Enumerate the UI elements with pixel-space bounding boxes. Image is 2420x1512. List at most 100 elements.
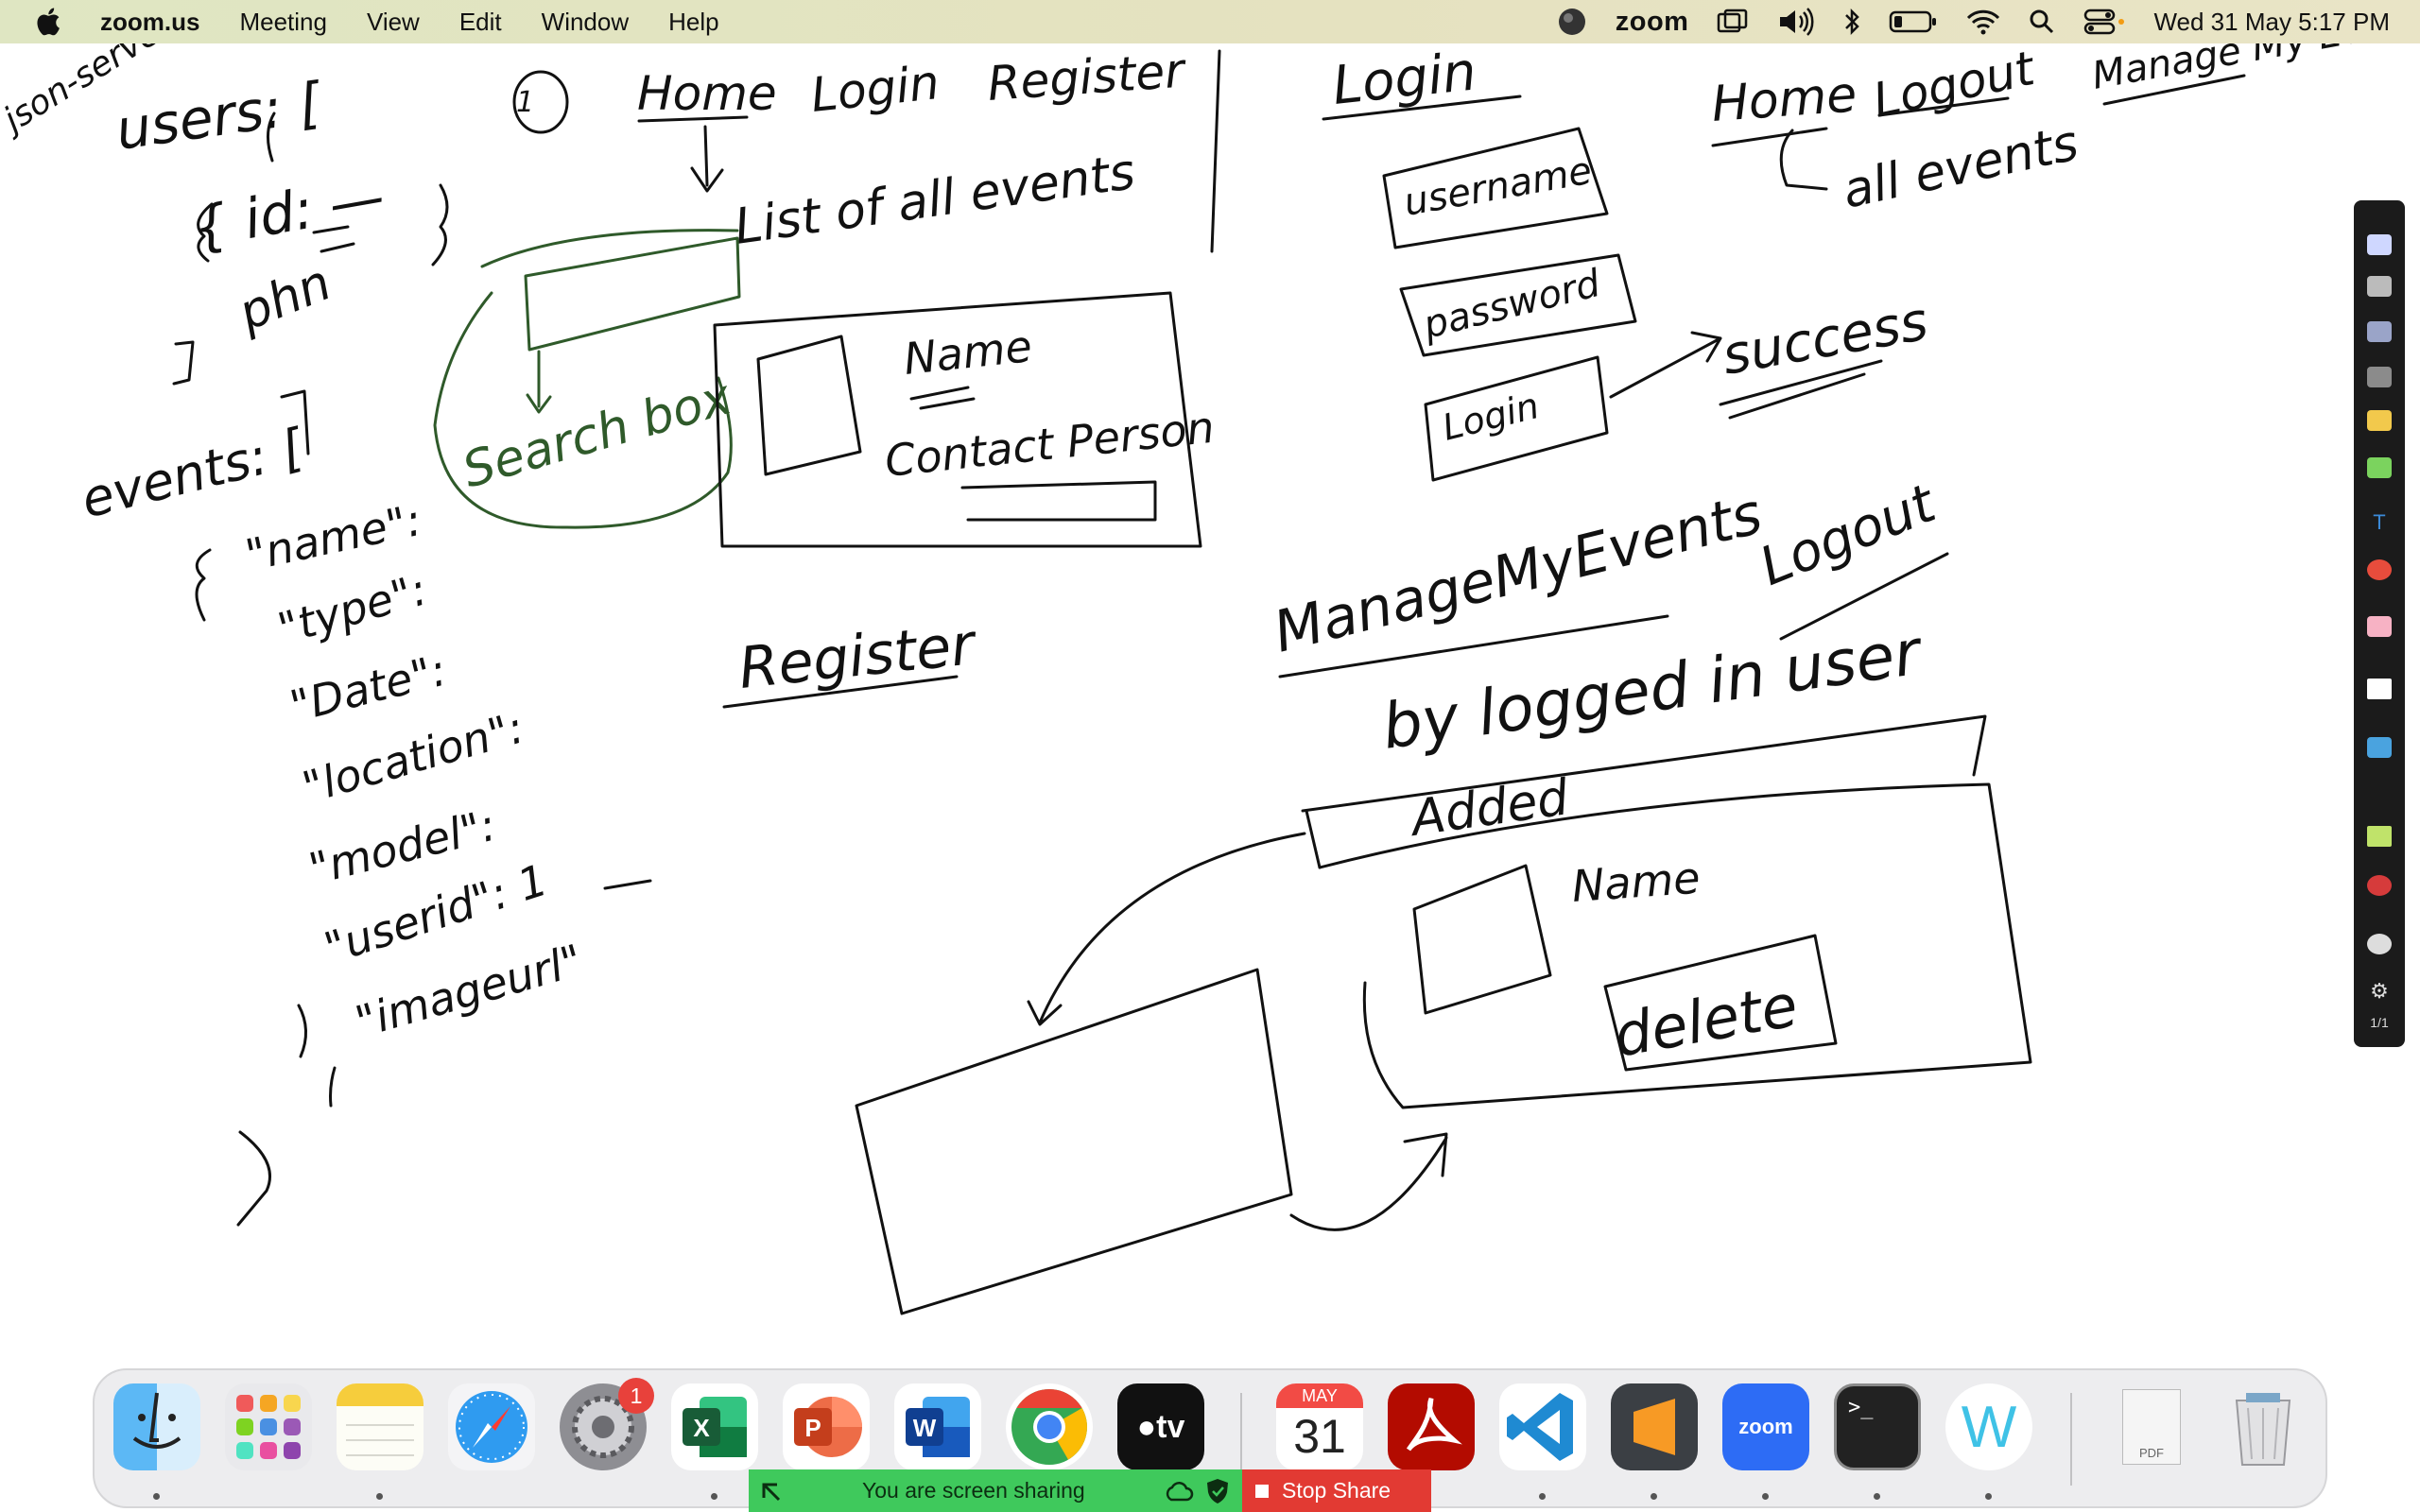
menu-edit[interactable]: Edit bbox=[458, 7, 502, 36]
annotation-select-icon[interactable] bbox=[2367, 276, 2392, 297]
screen-sharing-label: You are screen sharing bbox=[862, 1478, 1085, 1503]
dock-vscode-running-dot bbox=[1539, 1493, 1546, 1500]
dock-safari-icon[interactable] bbox=[448, 1383, 535, 1470]
dock-vscode-icon[interactable] bbox=[1499, 1383, 1586, 1470]
note-username: username bbox=[1401, 149, 1596, 225]
dock-calendar-month: MAY bbox=[1276, 1383, 1363, 1408]
dock-trash-icon[interactable] bbox=[2220, 1383, 2307, 1470]
annotation-save-icon[interactable] bbox=[2367, 934, 2392, 954]
annotation-text-icon[interactable] bbox=[2367, 321, 2392, 342]
annotation-record-icon[interactable] bbox=[2367, 875, 2392, 896]
svg-text:P: P bbox=[804, 1414, 821, 1442]
annotation-highlighter-icon[interactable] bbox=[2367, 457, 2392, 478]
note-nav2-home: Home bbox=[1710, 66, 1858, 133]
annotation-pencil-icon[interactable] bbox=[2367, 410, 2392, 431]
apple-icon[interactable] bbox=[34, 6, 66, 38]
annotation-type-icon[interactable]: T bbox=[2373, 510, 2386, 534]
whiteboard-canvas: json-server users: [ { id: — phn events:… bbox=[0, 43, 2420, 1315]
note-password: password bbox=[1418, 262, 1605, 348]
dock-terminal-icon[interactable]: >_ bbox=[1834, 1383, 1921, 1470]
annotation-settings-icon[interactable]: ⚙ bbox=[2370, 979, 2389, 1003]
menu-bar: zoom.us Meeting View Edit Window Help zo… bbox=[0, 0, 2420, 43]
whiteboard: json-server users: [ { id: — phn events:… bbox=[0, 43, 2420, 1512]
control-center-icon[interactable] bbox=[2083, 8, 2125, 36]
menu-meeting[interactable]: Meeting bbox=[239, 7, 327, 36]
battery-icon[interactable] bbox=[1889, 9, 1938, 34]
menu-view[interactable]: View bbox=[366, 7, 420, 36]
dock-finder-icon[interactable] bbox=[113, 1383, 200, 1470]
screen-share-bar: You are screen sharing Stop Share bbox=[749, 1469, 1431, 1512]
search-icon[interactable] bbox=[2029, 9, 2055, 35]
dock-zoom-label: zoom bbox=[1738, 1415, 1793, 1438]
dock-word-icon[interactable]: W bbox=[894, 1383, 981, 1470]
dock-calendar-day: 31 bbox=[1293, 1410, 1346, 1463]
share-shield-icon[interactable] bbox=[1204, 1477, 1231, 1505]
note-card2-name: Name bbox=[1570, 852, 1702, 912]
dock-settings-icon[interactable] bbox=[560, 1383, 647, 1470]
dock: 1 X P W ●tv MAY 31 zoom >_ bbox=[93, 1368, 2327, 1508]
dock-settings-badge: 1 bbox=[618, 1378, 654, 1414]
dock-zoom-running-dot bbox=[1762, 1493, 1769, 1500]
dock-sublime-icon[interactable] bbox=[1611, 1383, 1698, 1470]
profile-icon[interactable] bbox=[1557, 7, 1587, 37]
share-drag-arrow-icon[interactable] bbox=[758, 1477, 786, 1505]
dock-launchpad-icon[interactable] bbox=[225, 1383, 312, 1470]
dock-powerpoint-icon[interactable]: P bbox=[783, 1383, 870, 1470]
zoom-menubar-label[interactable]: zoom bbox=[1615, 6, 1689, 37]
note-manage-title: ManageMyEvents bbox=[1268, 481, 1769, 666]
dock-acrobat-icon[interactable] bbox=[1388, 1383, 1475, 1470]
note-name-field: "name": bbox=[241, 494, 425, 581]
note-delete: delete bbox=[1609, 971, 1803, 1071]
whiteboard-strokes bbox=[172, 49, 2246, 1315]
note-nav-register: Register bbox=[986, 43, 1189, 112]
dock-appletv-icon[interactable]: ●tv bbox=[1117, 1383, 1204, 1470]
note-id: { id: — bbox=[188, 163, 389, 260]
note-login-button: Login bbox=[1439, 385, 1544, 449]
note-list-all-events: List of all events bbox=[731, 144, 1138, 256]
svg-text:X: X bbox=[693, 1414, 710, 1442]
note-users: users: [ bbox=[112, 70, 326, 163]
dock-notes-icon[interactable] bbox=[337, 1383, 424, 1470]
menu-app-name[interactable]: zoom.us bbox=[100, 7, 200, 36]
wifi-icon[interactable] bbox=[1966, 9, 2000, 35]
note-nav2-logout: Logout bbox=[1868, 43, 2041, 129]
note-by-logged-in: by logged in user bbox=[1378, 615, 1928, 764]
note-nav-home: Home bbox=[637, 66, 777, 121]
dock-terminal-running-dot bbox=[1874, 1493, 1880, 1500]
menu-window[interactable]: Window bbox=[541, 7, 630, 36]
dock-pdf-file-icon[interactable]: PDF bbox=[2108, 1383, 2195, 1470]
note-events: events: [ bbox=[76, 417, 310, 529]
note-all-events: all events bbox=[1838, 115, 2083, 220]
note-success: success bbox=[1718, 291, 1932, 387]
note-step-number: 1 bbox=[516, 86, 534, 119]
dock-sublime-running-dot bbox=[1651, 1493, 1657, 1500]
dock-separator-2 bbox=[2070, 1393, 2072, 1486]
volume-icon[interactable] bbox=[1777, 8, 1815, 36]
annotation-mouse-icon[interactable] bbox=[2367, 234, 2392, 255]
note-login-title: Login bbox=[1330, 43, 1479, 117]
menubar-clock[interactable]: Wed 31 May 5:17 PM bbox=[2153, 7, 2390, 36]
dock-webex-icon[interactable]: W bbox=[1945, 1383, 2032, 1470]
share-cloud-icon[interactable] bbox=[1163, 1477, 1195, 1505]
screen-share-status[interactable]: You are screen sharing bbox=[749, 1469, 1242, 1512]
stop-share-button[interactable]: Stop Share bbox=[1242, 1469, 1431, 1512]
note-type-field: "type": bbox=[272, 563, 432, 654]
annotation-spotlight-icon[interactable] bbox=[2367, 737, 2392, 758]
annotation-shapes-icon[interactable] bbox=[2367, 559, 2392, 580]
dock-excel-icon[interactable]: X bbox=[671, 1383, 758, 1470]
annotation-format-icon[interactable] bbox=[2367, 826, 2392, 847]
bluetooth-icon[interactable] bbox=[1843, 8, 1860, 36]
dock-calendar-icon[interactable]: MAY 31 bbox=[1276, 1383, 1363, 1470]
dock-chrome-icon[interactable] bbox=[1006, 1383, 1093, 1470]
svg-text:W: W bbox=[913, 1414, 937, 1442]
screen-mirror-icon[interactable] bbox=[1717, 9, 1749, 35]
annotation-draw-icon[interactable] bbox=[2367, 367, 2392, 387]
dock-separator bbox=[1240, 1393, 1242, 1486]
dock-zoom-icon[interactable]: zoom bbox=[1722, 1383, 1809, 1470]
dock-excel-running-dot bbox=[711, 1493, 717, 1500]
annotation-eraser-icon[interactable] bbox=[2367, 616, 2392, 637]
dock-webex-running-dot bbox=[1985, 1493, 1992, 1500]
annotation-pointer-icon[interactable] bbox=[2367, 679, 2392, 699]
dock-pdf-label: PDF bbox=[2139, 1446, 2164, 1460]
menu-help[interactable]: Help bbox=[668, 7, 719, 36]
